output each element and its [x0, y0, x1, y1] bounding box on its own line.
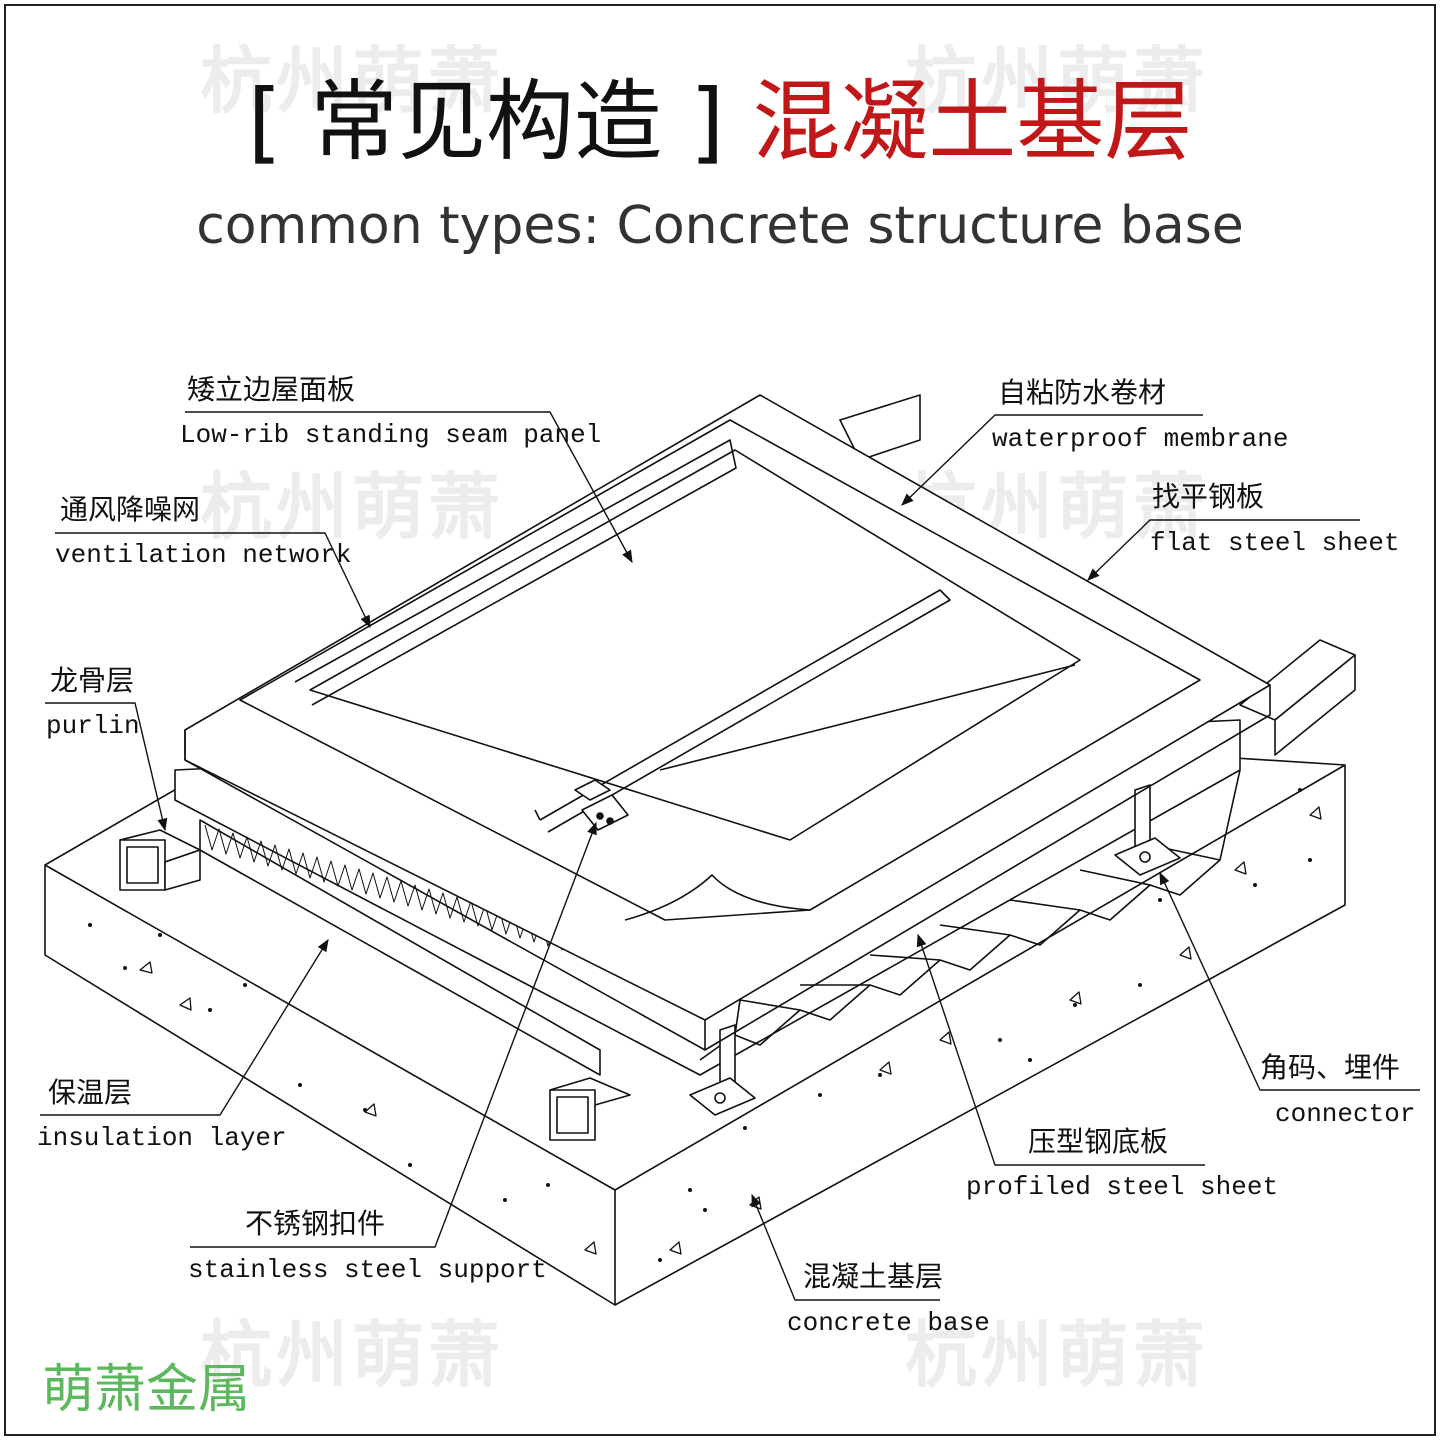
label-purlin-zh: 龙骨层: [50, 664, 135, 697]
label-profiled-zh: 压型钢底板: [1028, 1125, 1169, 1158]
connector-right: [1114, 784, 1181, 876]
connector-front: [689, 1024, 756, 1116]
page-title: [ 常见构造 ] 混凝土基层: [0, 78, 1440, 166]
page-subtitle: common types: Concrete structure base: [196, 196, 1244, 256]
label-support-zh: 不锈钢扣件: [245, 1207, 386, 1240]
watermark: 杭州萌萧: [905, 39, 1210, 123]
label-concrete-zh: 混凝土基层: [803, 1260, 944, 1293]
label-support-en: stainless steel support: [188, 1255, 547, 1285]
title-bracket-open: [: [247, 70, 282, 173]
page-frame: [4, 4, 1436, 1436]
concrete-aggregate: [88, 788, 1312, 1262]
watermark: 杭州萌萧: [200, 39, 505, 123]
label-concrete-en: concrete base: [787, 1308, 990, 1338]
leader-lines: [40, 411, 1420, 1301]
label-membrane-zh: 自粘防水卷材: [998, 376, 1167, 409]
label-flat-sheet-en: flat steel sheet: [1150, 528, 1400, 558]
purlin-front: [549, 1077, 631, 1141]
label-connector-en: connector: [1275, 1099, 1416, 1129]
label-insulation-zh: 保温层: [48, 1076, 133, 1109]
title-main: 混凝土基层: [752, 70, 1193, 173]
label-ventilation-en: ventilation network: [55, 540, 352, 570]
title-prefix: 常见构造: [309, 70, 662, 173]
label-flat-sheet-zh: 找平钢板: [1152, 480, 1265, 513]
title-bracket-close: ]: [689, 70, 725, 173]
standing-seam-panel: [294, 439, 1081, 841]
label-connector-zh: 角码、埋件: [1260, 1051, 1401, 1084]
watermark: 杭州萌萧: [200, 1313, 505, 1397]
label-membrane-en: waterproof membrane: [992, 424, 1289, 454]
purlin-right: [839, 394, 1356, 756]
label-insulation-en: insulation layer: [37, 1123, 287, 1153]
label-seam-panel-en: Low-rib standing seam panel: [180, 420, 602, 450]
brand-name: 萌萧金属: [42, 1360, 251, 1420]
label-ventilation-zh: 通风降噪网: [60, 493, 201, 526]
label-purlin-en: purlin: [46, 711, 140, 741]
watermark: 杭州萌萧: [200, 465, 505, 549]
watermark: 杭州萌萧: [905, 1313, 1210, 1397]
label-profiled-en: profiled steel sheet: [966, 1172, 1279, 1202]
label-seam-panel-zh: 矮立边屋面板: [187, 373, 356, 406]
